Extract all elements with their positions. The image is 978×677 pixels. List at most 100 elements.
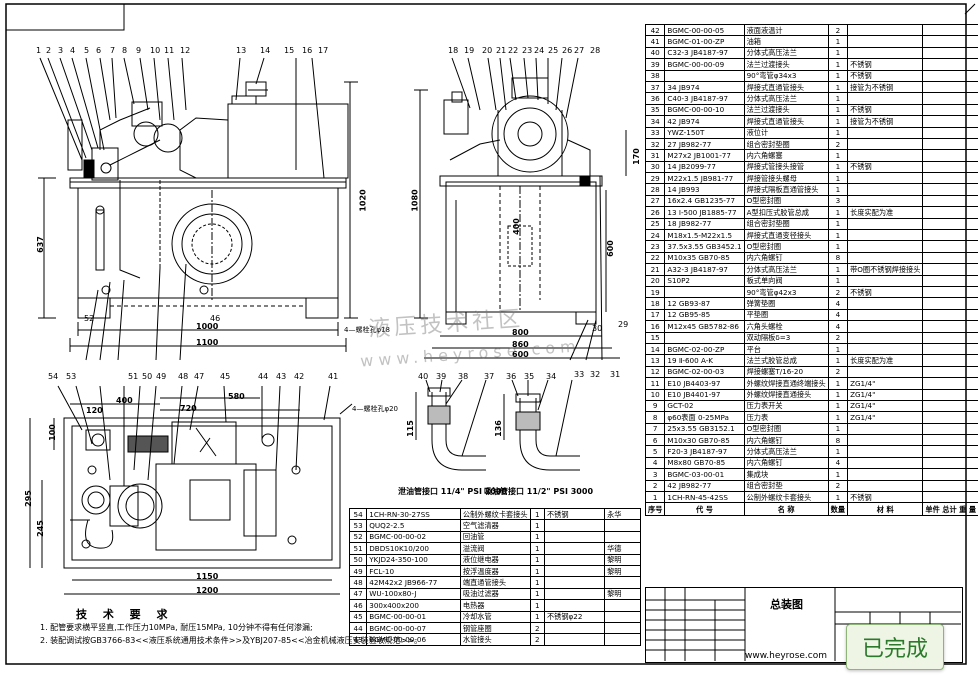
table-cell: 1 [827, 399, 849, 413]
table-cell: QUQ2-2.5 [366, 519, 461, 532]
table-cell: 23 [644, 240, 666, 253]
table-cell: 19 [644, 285, 666, 299]
table-cell: BGMC-03-00-01 [664, 468, 745, 481]
table-cell: 1 [827, 229, 849, 242]
table-cell: A32-3 JB4187-97 [664, 263, 745, 276]
callout: 18 [448, 46, 459, 55]
table-cell: 平垫圈 [743, 308, 829, 322]
table-cell: 华德 [604, 542, 641, 555]
callout: 47 [194, 372, 205, 381]
callout: 38 [458, 372, 469, 381]
callout: 43 [276, 372, 287, 381]
callout: 37 [484, 372, 495, 381]
callout: 20 [482, 46, 493, 55]
table-cell [922, 137, 978, 151]
status-badge[interactable]: 已完成 [846, 624, 944, 670]
table-cell: 25x3.55 GB3152.1 [664, 422, 745, 436]
table-cell: 分体式高压法兰 [743, 46, 829, 60]
table-cell: 2 [529, 633, 545, 646]
dim-label: 580 [228, 392, 245, 401]
table-cell [543, 553, 606, 566]
table-cell: 12 GB93-87 [664, 297, 745, 310]
table-cell [922, 149, 978, 162]
table-cell [847, 217, 924, 231]
notes-line: 1. 配管要求横平竖直,工作压力10MPa, 耐压15MPa, 10分钟不得有任… [40, 623, 313, 632]
table-cell: 44 [348, 621, 368, 635]
table-cell [847, 126, 924, 139]
table-cell: 31 [644, 149, 666, 162]
table-cell: 组合密封垫圈 [743, 137, 829, 151]
table-cell: 14 JB993 [664, 183, 745, 196]
table-cell: 油箱 [743, 35, 829, 48]
hole-note: 4—螺栓孔φ20 [352, 405, 398, 413]
table-cell: 法兰式胶管总成 [743, 354, 829, 367]
table-cell: O型密封圈 [743, 422, 829, 436]
table-cell: 焊接式隔板直通管接头 [743, 183, 829, 196]
table-cell [922, 468, 978, 481]
callout: 21 [496, 46, 507, 55]
dim-label: 245 [35, 520, 45, 537]
table-cell: 13 [644, 354, 666, 367]
table-cell: 数量 [827, 502, 849, 517]
table-cell [922, 308, 978, 322]
pipe-label: 泄油管接口 11/4" PSI 3000 [398, 487, 508, 496]
table-cell: 六角头螺栓 [743, 320, 829, 333]
notes-title: 技 术 要 求 [76, 608, 174, 621]
callout: 30 [592, 324, 603, 333]
dim-label: 1000 [196, 322, 219, 331]
table-cell: 42M42x2 JB966-77 [366, 576, 461, 589]
dim-label: 800 [512, 328, 529, 337]
table-cell: 8 [827, 434, 849, 447]
table-cell [604, 519, 641, 532]
table-cell: 钢管座圈 [459, 621, 531, 635]
table-cell: BGMC-00-00-06 [366, 633, 461, 646]
table-cell [543, 519, 606, 532]
table-cell [543, 576, 606, 589]
table-cell: 1 [827, 149, 849, 162]
table-cell: C32-3 JB4187-97 [664, 46, 745, 60]
table-cell: 内六角螺钉 [743, 456, 829, 470]
table-cell: 冷却水管 [459, 610, 531, 623]
table-cell: 1 [827, 58, 849, 71]
table-cell: 1 [827, 35, 849, 48]
callout: 14 [260, 46, 271, 55]
table-cell: 电热器 [459, 599, 531, 612]
table-cell: 1 [827, 263, 849, 276]
table-cell: 14 [644, 342, 666, 356]
table-cell: 长度实配为准 [847, 206, 924, 219]
table-cell [922, 240, 978, 253]
dim-label: 1080 [410, 189, 420, 212]
table-cell: 3 [644, 468, 666, 481]
table-cell: 代 号 [664, 502, 745, 517]
table-cell [922, 92, 978, 105]
table-cell [922, 490, 978, 504]
table-cell: 序号 [644, 502, 666, 517]
callout: 22 [508, 46, 519, 55]
table-cell [847, 308, 924, 322]
table-cell: 4 [827, 320, 849, 333]
table-cell: 42 JB974 [664, 115, 745, 128]
table-cell: 外螺纹焊接直通接头 [743, 388, 829, 401]
table-cell: 27 [644, 194, 666, 208]
table-cell: 9 [644, 399, 666, 413]
table-cell [664, 331, 745, 344]
table-cell: 33 [644, 126, 666, 139]
table-cell: 不锈钢 [847, 490, 924, 504]
table-cell: 12 GB95-85 [664, 308, 745, 322]
